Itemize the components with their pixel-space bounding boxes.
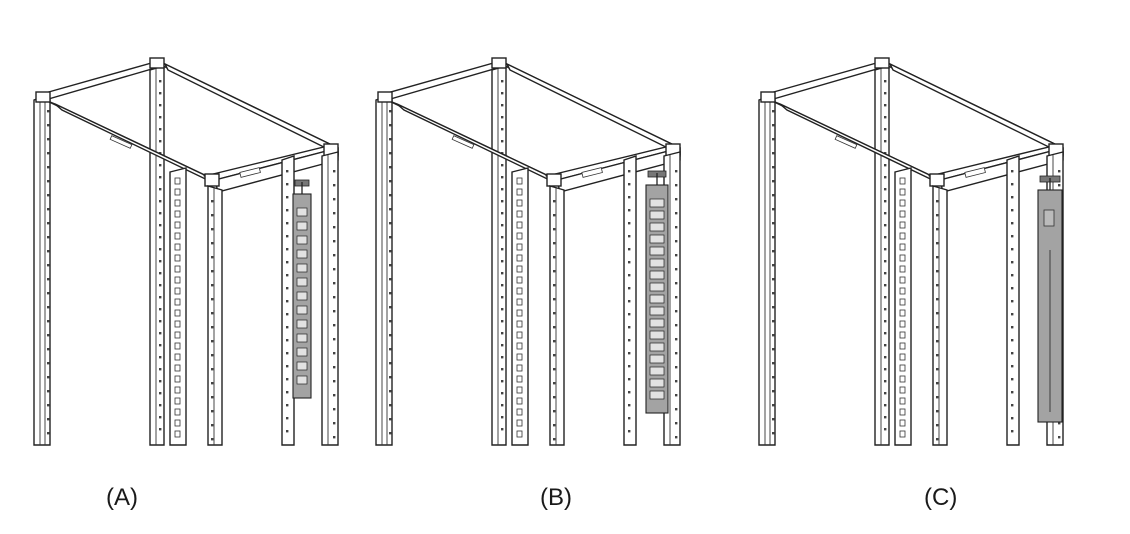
rack-b [375, 57, 681, 446]
corner-block-back-left [760, 91, 776, 103]
pdu-outlet [649, 258, 665, 268]
pdu-outlet [296, 221, 308, 231]
cable-management-slots [516, 177, 523, 438]
pdu-outlet [296, 235, 308, 245]
left-rail-slot [109, 135, 133, 149]
pdu-outlet [296, 333, 308, 343]
top-back-rail [378, 61, 506, 101]
front-left-post [932, 185, 948, 446]
pdu-outlet [296, 207, 308, 217]
corner-block-front-left [929, 173, 945, 187]
pdu-outlet [649, 366, 665, 376]
top-back-rail [36, 61, 164, 101]
pdu-outlet [296, 263, 308, 273]
pdu [292, 179, 312, 399]
pdu-outlet [649, 306, 665, 316]
pdu-outlet [296, 249, 308, 259]
pdu-outlet [649, 222, 665, 232]
pdu-outlet [649, 246, 665, 256]
pdu-outlet [649, 342, 665, 352]
pdu-outlet [649, 282, 665, 292]
corner-block-back-left [377, 91, 393, 103]
rear-right-post [149, 65, 165, 446]
rear-inner-rail-holes [1011, 170, 1014, 433]
front-left-post-holes [211, 200, 214, 441]
cable-management-slots [174, 177, 181, 438]
rack-a [33, 57, 339, 446]
pdu-outlet [649, 390, 665, 400]
pdu-outlet [649, 198, 665, 208]
corner-block-back-right [491, 57, 507, 69]
pdu-outlet [296, 347, 308, 357]
front-rail-slot [239, 167, 261, 178]
rear-right-post-holes [159, 80, 162, 431]
front-left-post [549, 185, 565, 446]
left-rail-slot [834, 135, 858, 149]
caption-b: (B) [540, 484, 572, 511]
pdu-outlet [296, 305, 308, 315]
cable-management-rail [169, 167, 187, 446]
pdu-outlet [649, 294, 665, 304]
rear-left-post-holes [47, 110, 50, 435]
rear-right-post [874, 65, 890, 446]
rear-right-post-holes [501, 80, 504, 431]
rear-left-post-holes [772, 110, 775, 435]
corner-block-back-right [149, 57, 165, 69]
front-right-post-holes [333, 170, 336, 439]
rear-inner-rail-holes [286, 170, 289, 433]
corner-block-front-left [546, 173, 562, 187]
pdu-outlet [296, 277, 308, 287]
pdu-outlet [296, 319, 308, 329]
cable-management-rail [894, 167, 912, 446]
rear-left-post-holes [389, 110, 392, 435]
caption-c: (C) [924, 484, 958, 511]
front-rail-slot [581, 167, 603, 178]
front-right-post-holes [675, 170, 678, 439]
top-back-rail [761, 61, 889, 101]
pdu-outlet [649, 318, 665, 328]
rear-right-post [491, 65, 507, 446]
pdu-outlet [649, 354, 665, 364]
front-right-post [321, 151, 339, 446]
pdu [645, 170, 669, 414]
pdu-outlet [296, 361, 308, 371]
pdu-outlet [649, 270, 665, 280]
pdu-outlet-panel [1043, 209, 1055, 227]
caption-a: (A) [106, 484, 138, 511]
front-left-post [207, 185, 223, 446]
cable-management-rail [511, 167, 529, 446]
front-left-post-holes [936, 200, 939, 441]
rack-c [758, 57, 1064, 446]
pdu-outlet [649, 234, 665, 244]
corner-block-back-left [35, 91, 51, 103]
pdu-outlet [649, 210, 665, 220]
front-rail-slot [964, 167, 986, 178]
pdu-outlet [649, 330, 665, 340]
pdu-outlet [296, 375, 308, 385]
corner-block-front-left [204, 173, 220, 187]
rear-inner-rail-holes [628, 170, 631, 433]
corner-block-back-right [874, 57, 890, 69]
left-rail-slot [451, 135, 475, 149]
pdu-outlet [296, 291, 308, 301]
cable-management-slots [899, 177, 906, 438]
front-left-post-holes [553, 200, 556, 441]
pdu-outlet [649, 378, 665, 388]
